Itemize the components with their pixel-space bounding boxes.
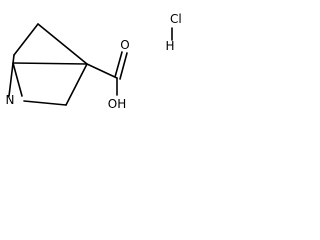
carboxyl-group	[86, 51, 128, 96]
atom-hydroxyl: OH	[108, 97, 126, 111]
atom-carbonyl-oxygen: O	[120, 38, 129, 52]
bond-lower-to-bridgehead	[65, 63, 88, 106]
bond-n-left-top	[8, 54, 15, 97]
bond-bridgehead-to-carbonyl	[86, 63, 118, 79]
atom-hydrogen: H	[165, 39, 174, 53]
ring-bonds	[8, 23, 88, 106]
bond-inner-to-bridgehead	[12, 62, 88, 65]
bond-n-lower	[23, 100, 67, 106]
atom-chlorine: Cl	[170, 12, 182, 26]
bond-carbonyl-double-2	[119, 52, 128, 80]
chemical-structure: N O OH Cl H	[6, 12, 182, 111]
bond-top-to-bridgehead	[37, 23, 88, 65]
bond-left-top-up	[13, 23, 39, 56]
bond-carbonyl-double-1	[114, 51, 123, 78]
atom-nitrogen: N	[6, 93, 15, 107]
bond-n-inner	[12, 62, 23, 97]
